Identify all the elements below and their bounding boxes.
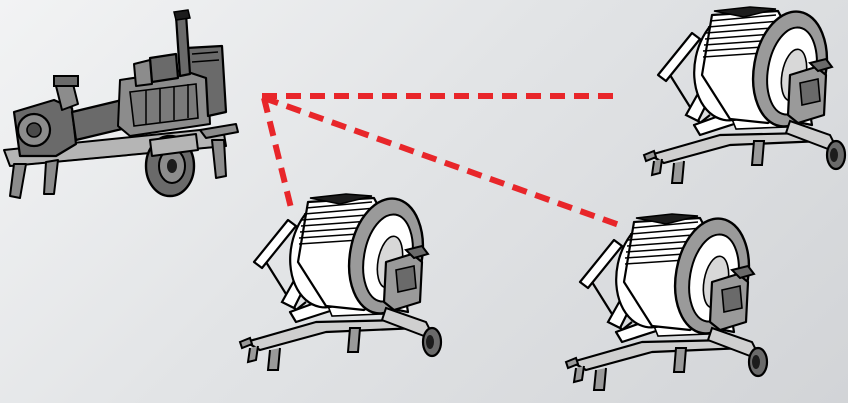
hose-reel-icon	[238, 187, 443, 372]
hose-reel-icon	[564, 207, 769, 392]
connection-line-pump-to-reel-bottom-left	[261, 97, 295, 213]
connection-lines	[261, 93, 624, 229]
connection-line-pump-to-reel-bottom-right	[262, 95, 624, 229]
pump-unit-icon	[3, 9, 239, 199]
hose-reel-icon	[642, 0, 847, 185]
